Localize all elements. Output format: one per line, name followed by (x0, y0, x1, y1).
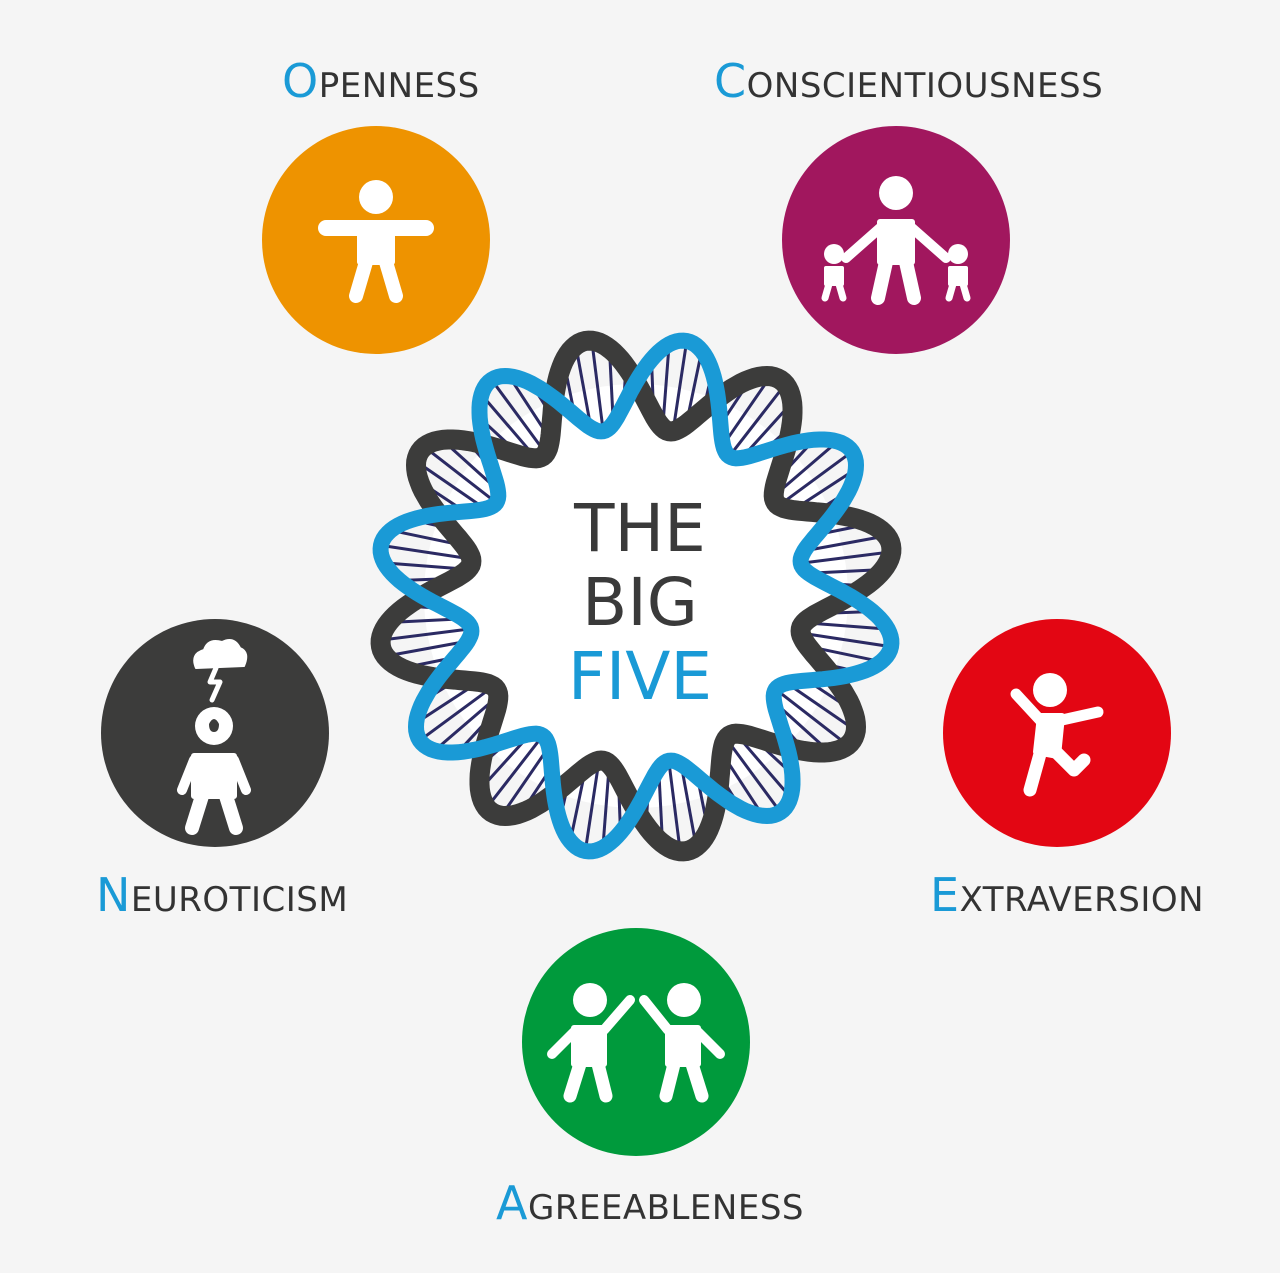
dna-rung (480, 393, 535, 457)
agreeableness-label: Agreeableness (496, 1180, 804, 1226)
conscientiousness-label: Conscientiousness (714, 58, 1103, 104)
agreeableness-label-rest: greeableness (527, 1188, 804, 1228)
dna-rung (661, 344, 671, 425)
agreeableness-badge (522, 928, 750, 1156)
dna-rung (728, 382, 787, 458)
dna-strand-blue (372, 332, 900, 860)
dna-rung (379, 627, 472, 642)
dna-rung (502, 745, 551, 814)
dna-rung (724, 737, 782, 814)
dna-rung (679, 763, 697, 844)
extraversion-label-initial: E (930, 868, 960, 922)
dna-rung (490, 378, 548, 455)
openness-label-initial: O (282, 54, 319, 108)
parent-with-children-icon (821, 176, 971, 305)
dna-rung (803, 535, 884, 553)
title-line-the: THE (574, 490, 706, 567)
two-people-high-five-icon (547, 983, 725, 1103)
conscientiousness-label-rest: onscientiousness (746, 66, 1104, 106)
dna-rung (807, 621, 888, 631)
extraversion-badge (943, 619, 1171, 847)
dna-rung (775, 440, 839, 495)
dna-rung (785, 681, 854, 730)
dna-rung (671, 340, 689, 433)
neuroticism-label-rest: euroticism (130, 880, 349, 920)
conscientiousness-label-initial: C (714, 54, 747, 108)
openness-label-rest: penness (318, 66, 480, 106)
dna-rung (485, 734, 544, 810)
openness-label: Openness (282, 58, 480, 104)
conscientiousness-badge (782, 126, 1010, 354)
agreeableness-label-initial: A (496, 1176, 528, 1230)
dna-rung (380, 543, 473, 561)
dna-rung (418, 684, 495, 742)
dna-rung (737, 735, 792, 799)
dna-rung (388, 639, 469, 657)
dna-rung (583, 759, 601, 852)
neuroticism-label: Neuroticism (96, 872, 348, 918)
extraversion-label-rest: xtraversion (959, 880, 1205, 920)
dna-rung (667, 760, 682, 853)
dna-rung (384, 561, 465, 571)
dna-rung (800, 550, 893, 565)
agreeableness-circle (522, 928, 750, 1156)
open-arms-person-icon (318, 180, 434, 303)
dna-rung (799, 631, 892, 649)
dna-rung (575, 348, 593, 429)
openness-badge (262, 126, 490, 354)
dna-ring (370, 330, 902, 862)
dna-rung (418, 462, 487, 511)
dna-rung (422, 445, 498, 504)
dna-rung (433, 697, 497, 752)
title-line-five: FIVE (567, 638, 713, 715)
neuroticism-label-initial: N (96, 868, 131, 922)
extraversion-label: Extraversion (930, 872, 1204, 918)
dna-rung (590, 339, 605, 432)
jumping-person-icon (1010, 673, 1104, 797)
dna-ring-background (424, 384, 848, 808)
title-line-big: BIG (582, 564, 698, 641)
dna-rung (601, 767, 611, 848)
dna-rung (777, 450, 854, 508)
neuroticism-badge (101, 619, 329, 847)
dna-rung (721, 378, 770, 447)
storm-cloud-person-icon (177, 639, 251, 835)
dna-rung (774, 688, 850, 747)
